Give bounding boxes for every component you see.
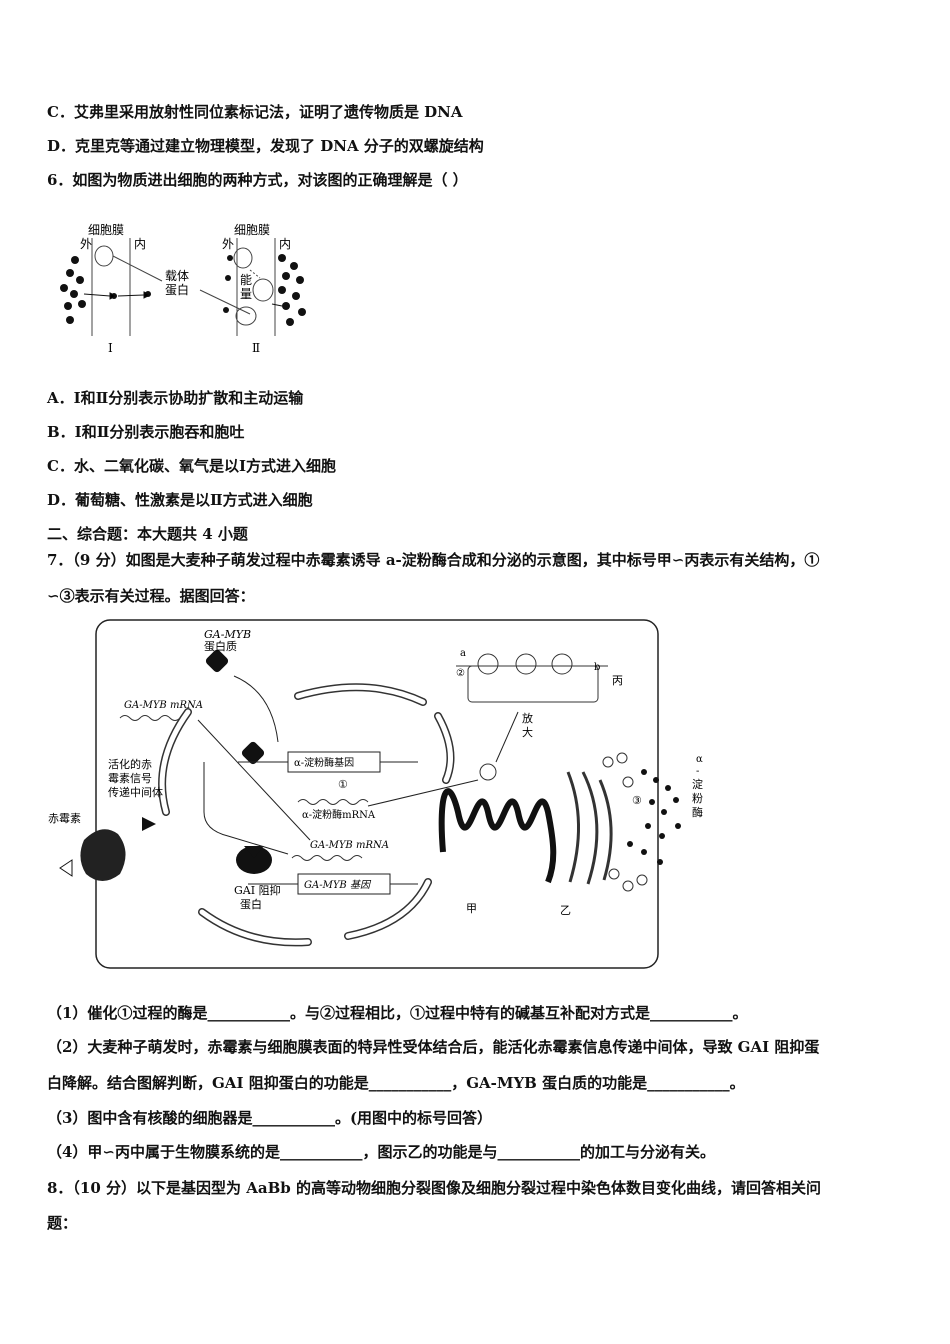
- q7-gibberellin-amylase-figure: GA-MYB 蛋白质 GA-MYB mRNA 活化的赤 霉素信号 传递中间体 赤…: [48, 619, 703, 969]
- q7-label-gamyb-gene: GA-MYB 基因: [304, 879, 372, 891]
- q7-label-signal-3: 传递中间体: [108, 785, 163, 799]
- q6-in-label-1: 内: [134, 237, 146, 251]
- q7-label-alpha-4: 粉: [692, 792, 703, 805]
- q8-stem-line-1: 8．（10 分）以下是基因型为 AaBb 的高等动物细胞分裂图像及细胞分裂过程中…: [47, 1179, 822, 1197]
- q6-energy-label-2: 量: [240, 287, 252, 301]
- q6-carrier-label-2: 蛋白: [165, 282, 189, 297]
- q7-stem-line-2: ∽③表示有关过程。据图回答：: [47, 587, 255, 605]
- q7-label-step-3: ③: [632, 794, 642, 807]
- q7-label-alpha-1: α: [696, 754, 703, 765]
- q7-label-yi: 乙: [560, 904, 571, 917]
- q7-label-enlarge-2: 大: [522, 725, 533, 739]
- q7-label-signal-2: 霉素信号: [108, 772, 152, 785]
- q7-sub-4: （4）甲∽丙中属于生物膜系统的是___________，图示乙的功能是与____…: [47, 1143, 716, 1161]
- q7-label-gamyb-protein-1: GA-MYB: [204, 628, 251, 641]
- q7-label-bing: 丙: [612, 674, 623, 687]
- q6-membrane-transport-figure: 细胞膜 外 内 载体 蛋白 Ⅰ 细胞膜 外 内 能 量 Ⅱ: [60, 223, 306, 355]
- q7-label-gai-1: GAI 阻抑: [234, 883, 281, 897]
- q6-option-b: B．Ⅰ和Ⅱ分别表示胞吞和胞吐: [47, 423, 245, 441]
- q7-label-alpha-2: -: [696, 766, 699, 777]
- q6-out-label-2: 外: [222, 237, 234, 251]
- q5-option-c: C．艾弗里采用放射性同位素标记法，证明了遗传物质是 DNA: [47, 103, 463, 121]
- section-2-heading: 二、综合题：本大题共 4 小题: [47, 525, 248, 543]
- q6-energy-label-1: 能: [240, 273, 252, 287]
- q7-sub-1: （1）催化①过程的酶是___________。与②过程相比，①过程中特有的碱基互…: [47, 1004, 748, 1022]
- q7-label-gamyb-mrna-bottom: GA-MYB mRNA: [310, 840, 389, 851]
- q7-label-alpha-3: 淀: [692, 777, 703, 791]
- q7-label-enlarge-1: 放: [522, 711, 533, 725]
- q7-label-gamyb-mrna-top: GA-MYB mRNA: [124, 700, 203, 711]
- q7-sub-3: （3）图中含有核酸的细胞器是___________。(用图中的标号回答）: [47, 1109, 493, 1127]
- q6-option-a: A．Ⅰ和Ⅱ分别表示协助扩散和主动运输: [47, 389, 304, 407]
- q7-sub-2-line-2: 白降解。结合图解判断，GAI 阻抑蛋白的功能是___________，GA-MY…: [47, 1074, 745, 1092]
- q7-label-amylase-mrna: α-淀粉酶mRNA: [302, 808, 376, 821]
- q6-figure-label-2: Ⅱ: [252, 341, 260, 355]
- q7-label-a: a: [460, 648, 466, 659]
- q6-carrier-label-1: 载体: [165, 269, 189, 283]
- q8-stem-line-2: 题：: [47, 1214, 78, 1232]
- q7-label-amylase-gene: α-淀粉酶基因: [294, 756, 354, 769]
- q7-label-gamyb-protein-2: 蛋白质: [204, 639, 237, 653]
- q7-label-b: b: [594, 662, 600, 673]
- q6-option-d: D．葡萄糖、性激素是以Ⅱ方式进入细胞: [47, 491, 313, 509]
- q7-sub-2-line-1: （2）大麦种子萌发时，赤霉素与细胞膜表面的特异性受体结合后，能活化赤霉素信息传递…: [47, 1038, 820, 1056]
- q7-label-signal-1: 活化的赤: [108, 757, 152, 771]
- q7-label-step-1: ①: [338, 778, 348, 791]
- q6-membrane-label-1: 细胞膜: [88, 223, 124, 237]
- q5-option-d: D．克里克等通过建立物理模型，发现了 DNA 分子的双螺旋结构: [47, 137, 484, 155]
- q7-label-alpha-5: 酶: [692, 806, 703, 819]
- q7-label-gibberellin: 赤霉素: [48, 812, 81, 825]
- q6-stem: 6．如图为物质进出细胞的两种方式，对该图的正确理解是（ ）: [47, 171, 468, 189]
- q7-label-gai-2: 蛋白: [240, 897, 262, 911]
- q6-option-c: C．水、二氧化碳、氧气是以Ⅰ方式进入细胞: [47, 457, 336, 475]
- q6-out-label-1: 外: [80, 237, 92, 251]
- q6-membrane-label-2: 细胞膜: [234, 223, 270, 237]
- q7-label-step-2: ②: [456, 668, 465, 679]
- q7-label-jia: 甲: [466, 902, 477, 915]
- q6-figure-label-1: Ⅰ: [108, 341, 113, 355]
- q6-in-label-2: 内: [279, 237, 291, 251]
- q7-stem-line-1: 7．（9 分）如图是大麦种子萌发过程中赤霉素诱导 a-淀粉酶合成和分泌的示意图，…: [47, 551, 820, 569]
